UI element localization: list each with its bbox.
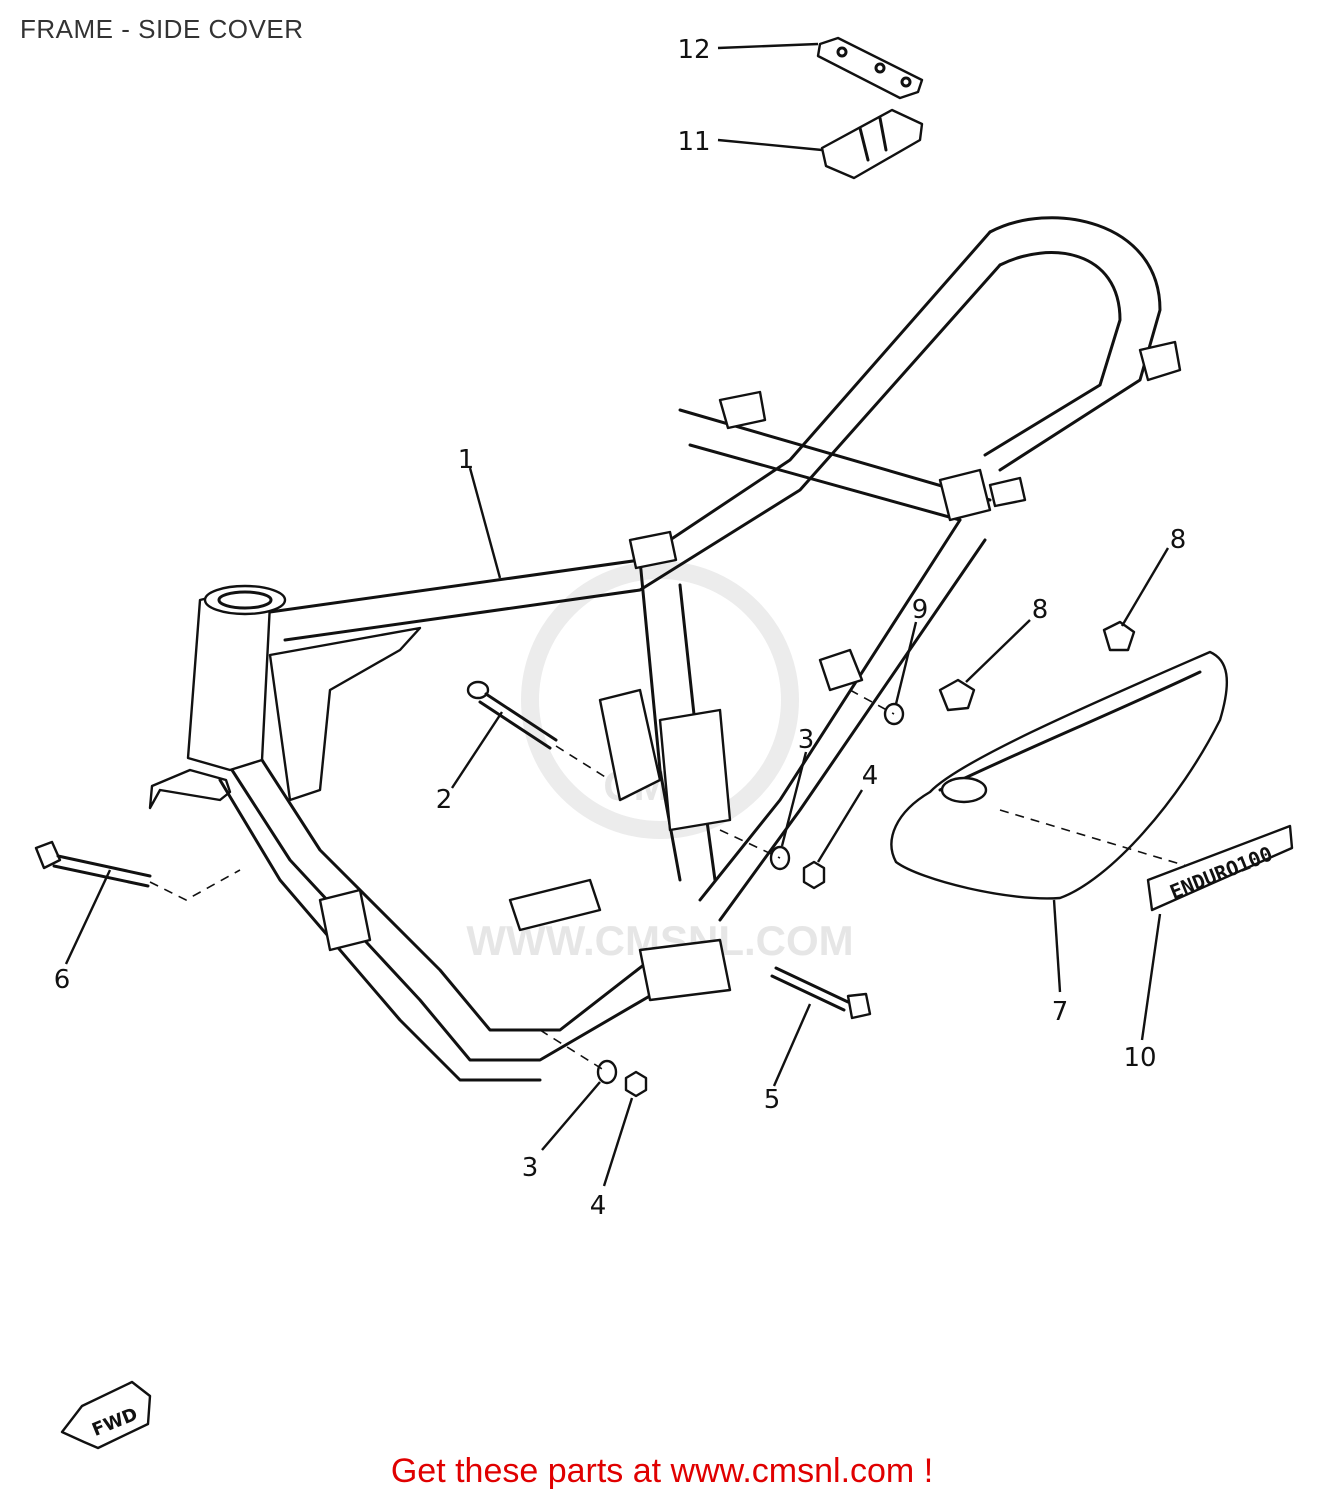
- part-3-washer-lower[interactable]: [596, 1059, 618, 1085]
- leader-lines: [64, 42, 1170, 1187]
- part-10-decal[interactable]: ENDURO100: [1146, 824, 1294, 912]
- callout-3-upper: 3: [798, 725, 815, 755]
- callout-8-a: 8: [1032, 595, 1049, 625]
- alignment-line-1: [719, 829, 781, 859]
- part-5-bolt[interactable]: [770, 966, 872, 1020]
- part-6-bolt[interactable]: [34, 840, 241, 901]
- part-4-nut-lower[interactable]: [624, 1070, 648, 1098]
- part-8-grommet-a[interactable]: [938, 678, 976, 712]
- callout-8-b: 8: [1170, 525, 1187, 555]
- callout-6: 6: [54, 965, 71, 995]
- part-4-nut-upper[interactable]: [802, 860, 826, 890]
- callout-5: 5: [764, 1085, 781, 1115]
- part-1-frame[interactable]: [148, 216, 1182, 1082]
- alignment-line-2: [539, 1029, 608, 1073]
- callout-9: 9: [912, 595, 929, 625]
- part-8-grommet-b[interactable]: [1102, 620, 1136, 652]
- fwd-arrow-icon: FWD: [60, 1380, 152, 1450]
- page-title: FRAME - SIDE COVER: [20, 14, 304, 44]
- callout-12: 12: [677, 35, 710, 65]
- part-11-damper[interactable]: [820, 108, 924, 180]
- part-12-plate[interactable]: [816, 36, 924, 100]
- footer-link-text[interactable]: Get these parts at www.cmsnl.com !: [390, 1452, 934, 1490]
- alignment-line-3: [849, 689, 895, 715]
- callout-10: 10: [1123, 1043, 1156, 1073]
- callout-3-lower: 3: [522, 1153, 539, 1183]
- callout-4-upper: 4: [862, 761, 879, 791]
- callout-4-lower: 4: [590, 1191, 607, 1221]
- part-7-side-cover[interactable]: [890, 650, 1229, 900]
- callout-7: 7: [1052, 997, 1069, 1027]
- part-2-bolt[interactable]: [466, 680, 611, 781]
- callout-1: 1: [458, 445, 475, 475]
- callout-11: 11: [677, 127, 710, 157]
- callout-2: 2: [436, 785, 453, 815]
